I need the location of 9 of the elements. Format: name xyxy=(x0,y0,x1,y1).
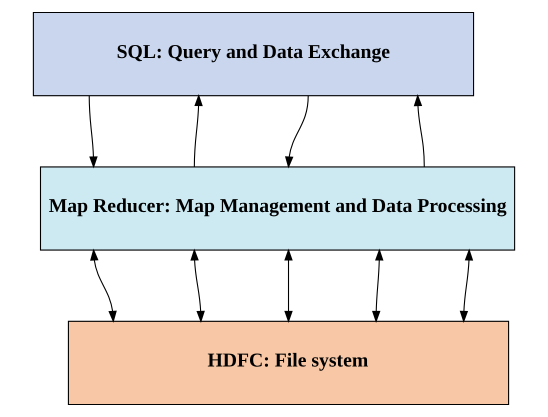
arrow xyxy=(284,248,293,323)
arrow xyxy=(194,94,203,167)
arrow xyxy=(372,248,384,323)
arrow xyxy=(190,248,205,323)
arrow xyxy=(284,96,309,169)
arrow xyxy=(460,248,474,323)
arrow xyxy=(90,248,117,323)
arrow xyxy=(414,94,425,167)
arrow xyxy=(88,96,98,169)
